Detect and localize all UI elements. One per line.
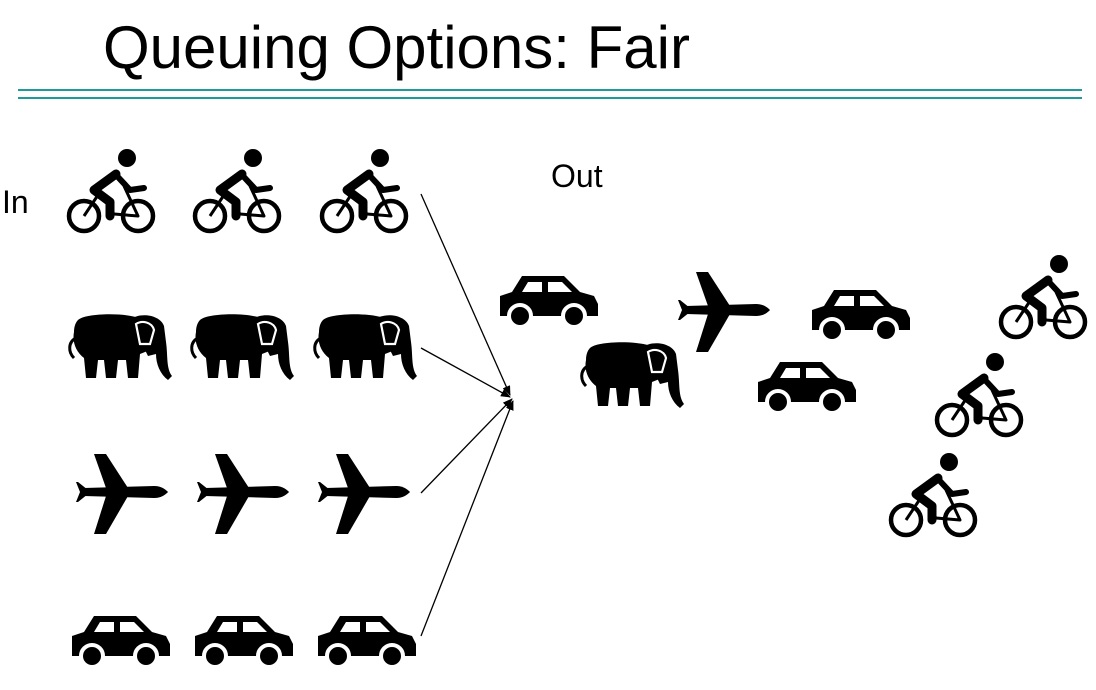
car-queue-arrow — [420, 400, 514, 637]
bicycle-queue-arrow — [420, 193, 511, 396]
airplane-icon — [678, 272, 770, 352]
elephant-icon — [580, 340, 686, 410]
out-label: Out — [551, 158, 603, 194]
title-rule-top — [18, 89, 1082, 91]
bicycle-icon — [891, 453, 975, 535]
slide-title: Queuing Options: Fair — [103, 14, 690, 81]
elephant-queue-arrow — [420, 347, 511, 398]
car-icon — [193, 614, 295, 669]
bicycle-icon — [937, 353, 1021, 435]
car-icon — [70, 614, 172, 669]
in-label: In — [2, 184, 29, 220]
title-rule-bottom — [18, 97, 1082, 99]
airplane-icon — [76, 454, 168, 534]
airplane-queue-arrow — [420, 398, 513, 494]
bicycle-icon — [1001, 255, 1085, 337]
car-icon — [498, 274, 600, 329]
elephant-icon — [190, 312, 296, 382]
bicycle-icon — [69, 149, 153, 231]
elephant-icon — [68, 312, 174, 382]
car-icon — [316, 614, 418, 669]
car-icon — [756, 360, 858, 415]
bicycle-icon — [322, 149, 406, 231]
airplane-icon — [197, 454, 289, 534]
car-icon — [810, 288, 912, 343]
bicycle-icon — [195, 149, 279, 231]
elephant-icon — [313, 312, 419, 382]
airplane-icon — [318, 454, 410, 534]
